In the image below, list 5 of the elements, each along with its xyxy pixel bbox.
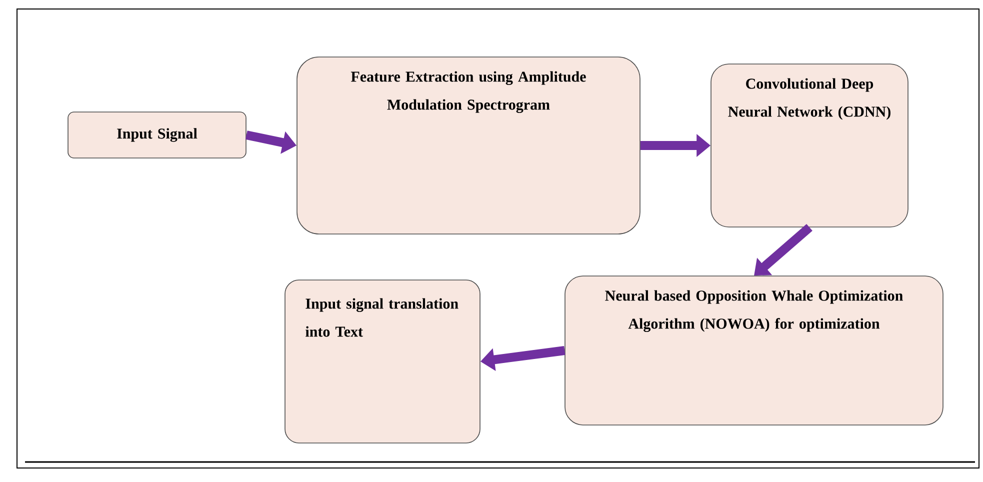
process-box: Neural based Opposition Whale Optimization Algorithm (NOWOA) for optimization xyxy=(564,276,944,426)
process-box: Convolutional Deep Neural Network (CDNN) xyxy=(710,64,908,228)
process-box: Input signal translation into Text xyxy=(284,280,480,444)
process-box: Feature Extraction using Amplitude Modulation Spectrogram xyxy=(296,56,640,234)
process-box: Input Signal xyxy=(68,112,246,158)
